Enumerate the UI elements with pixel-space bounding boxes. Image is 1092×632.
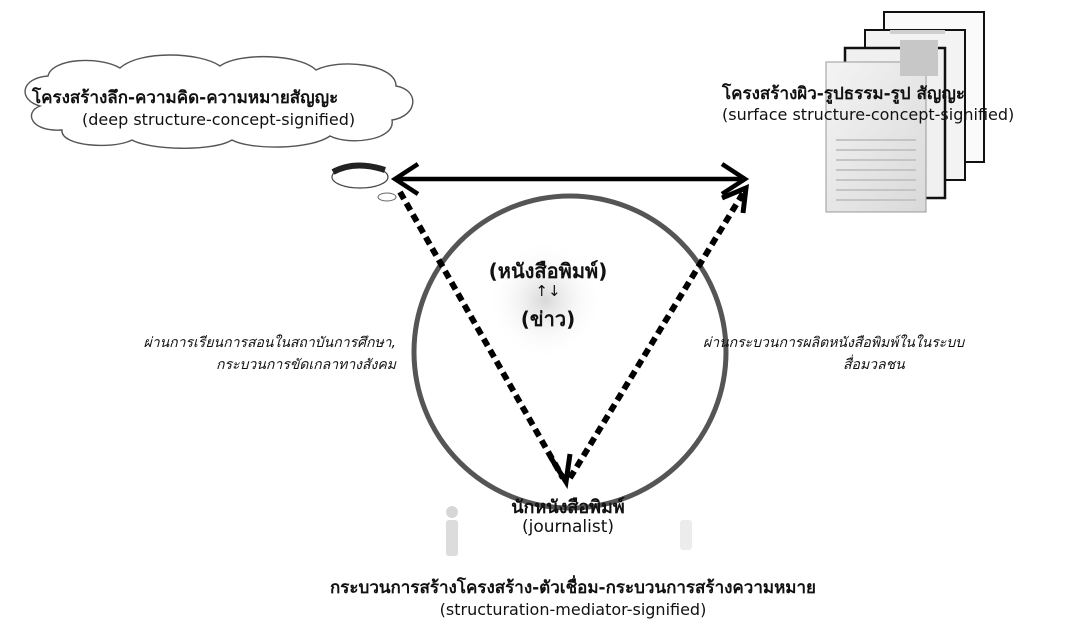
deep-structure-english-label: (deep structure-concept-signified) (82, 110, 356, 129)
dashed-arrow-left (397, 190, 573, 490)
newspaper-label: (หนังสือพิมพ์) (488, 259, 608, 283)
news-label: (ข่าว) (520, 307, 576, 331)
left-process-note-line1: ผ่านการเรียนการสอนในสถาบันการศึกษา, (143, 335, 396, 351)
surface-structure-english-label: (surface structure-concept-signified) (722, 105, 1015, 124)
right-process-note: ผ่านกระบวนการผลิตหนังสือพิมพ์ในในระบบ สื… (703, 332, 1003, 376)
structuration-english-label: (structuration-mediator-signified) (439, 600, 707, 619)
thought-cloud (24, 54, 414, 202)
dashed-arrow-right (567, 184, 749, 480)
right-process-note-line2: สื่อมวลชน (843, 357, 905, 373)
up-down-arrows-icon: ↑↓ (535, 282, 561, 300)
deep-structure-thai-label: โครงสร้างลึก-ความคิด-ความหมายสัญญะ (32, 88, 339, 108)
newspaper-pages-icon (825, 11, 985, 213)
structuration-thai-label: กระบวนการสร้างโครงสร้าง-ตัวเชื่อม-กระบวน… (329, 578, 817, 598)
left-process-note: ผ่านการเรียนการสอนในสถาบันการศึกษา, กระบ… (92, 332, 396, 376)
central-circle (411, 193, 729, 511)
right-process-note-line1: ผ่านกระบวนการผลิตหนังสือพิมพ์ในในระบบ (703, 335, 965, 351)
journalist-english-label: (journalist) (521, 517, 615, 537)
surface-structure-thai-label: โครงสร้างผิว-รูปธรรม-รูป สัญญะ (722, 84, 965, 104)
top-double-arrow (390, 162, 750, 196)
center-glow (487, 240, 603, 360)
journalist-figure-icon (446, 506, 692, 556)
left-process-note-line2: กระบวนการขัดเกลาทางสังคม (216, 357, 396, 373)
journalist-thai-label: นักหนังสือพิมพ์ (511, 497, 625, 518)
